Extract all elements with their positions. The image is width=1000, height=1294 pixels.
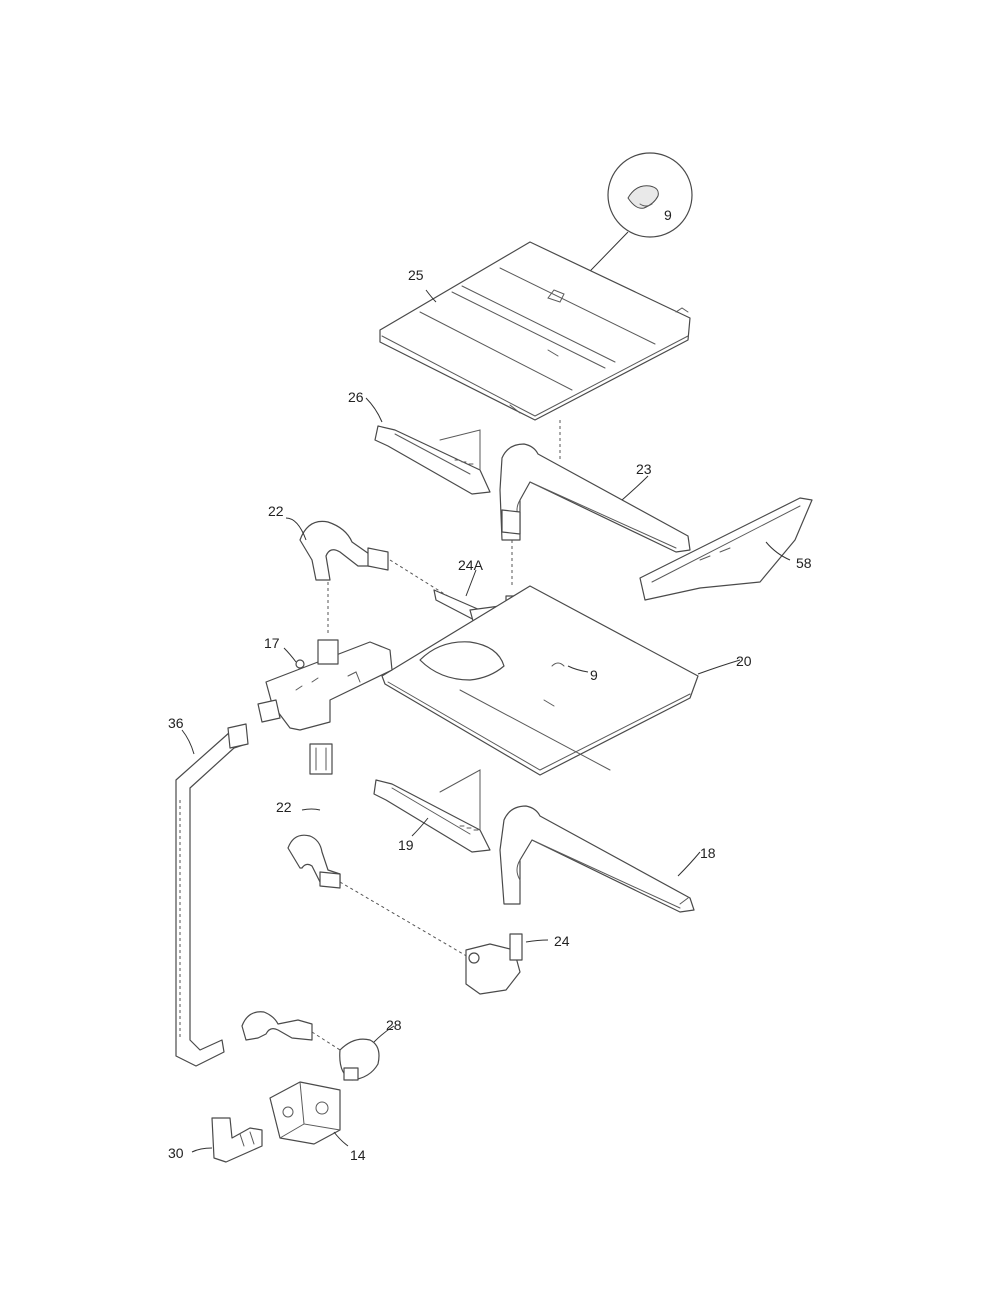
- part-28-elbow: [241, 1011, 380, 1081]
- label-9-detail: 9: [664, 207, 672, 223]
- part-20-burner-tray: [381, 585, 699, 776]
- part-26-ignitor: [374, 425, 491, 495]
- label-30: 30: [168, 1145, 184, 1161]
- part-22-lower-hose: [287, 834, 471, 959]
- label-20: 20: [736, 653, 752, 669]
- part-22-upper-hose: [299, 520, 471, 636]
- label-24a: 24A: [458, 557, 484, 573]
- label-22-lower: 22: [276, 799, 292, 815]
- label-36: 36: [168, 715, 184, 731]
- part-18-lower-burner: [499, 805, 695, 913]
- part-58-heat-shield: [639, 497, 813, 601]
- part-25-cover-plate: [379, 241, 691, 462]
- label-25: 25: [408, 267, 424, 283]
- label-18: 18: [700, 845, 716, 861]
- leader-lines: [181, 289, 791, 1153]
- part-30-elbow: [211, 1117, 263, 1163]
- part-19-ignitor: [373, 769, 491, 853]
- label-24: 24: [554, 933, 570, 949]
- part-17-manifold: [257, 639, 393, 731]
- part-24-valve: [465, 933, 523, 995]
- label-22-upper: 22: [268, 503, 284, 519]
- label-26: 26: [348, 389, 364, 405]
- part-labels: 9 25 26 23 22 24A 58 17 9 20 36 22 19 18…: [168, 207, 812, 1163]
- label-23: 23: [636, 461, 652, 477]
- part-23-upper-burner: [499, 443, 691, 588]
- label-14: 14: [350, 1147, 366, 1163]
- detail-circle-part-9: [561, 152, 693, 301]
- part-36-gas-line: [175, 723, 249, 1067]
- label-28: 28: [386, 1017, 402, 1033]
- label-58: 58: [796, 555, 812, 571]
- label-9: 9: [590, 667, 598, 683]
- orifice-fitting: [309, 743, 333, 775]
- part-14-regulator: [269, 1081, 341, 1145]
- label-17: 17: [264, 635, 280, 651]
- label-19: 19: [398, 837, 414, 853]
